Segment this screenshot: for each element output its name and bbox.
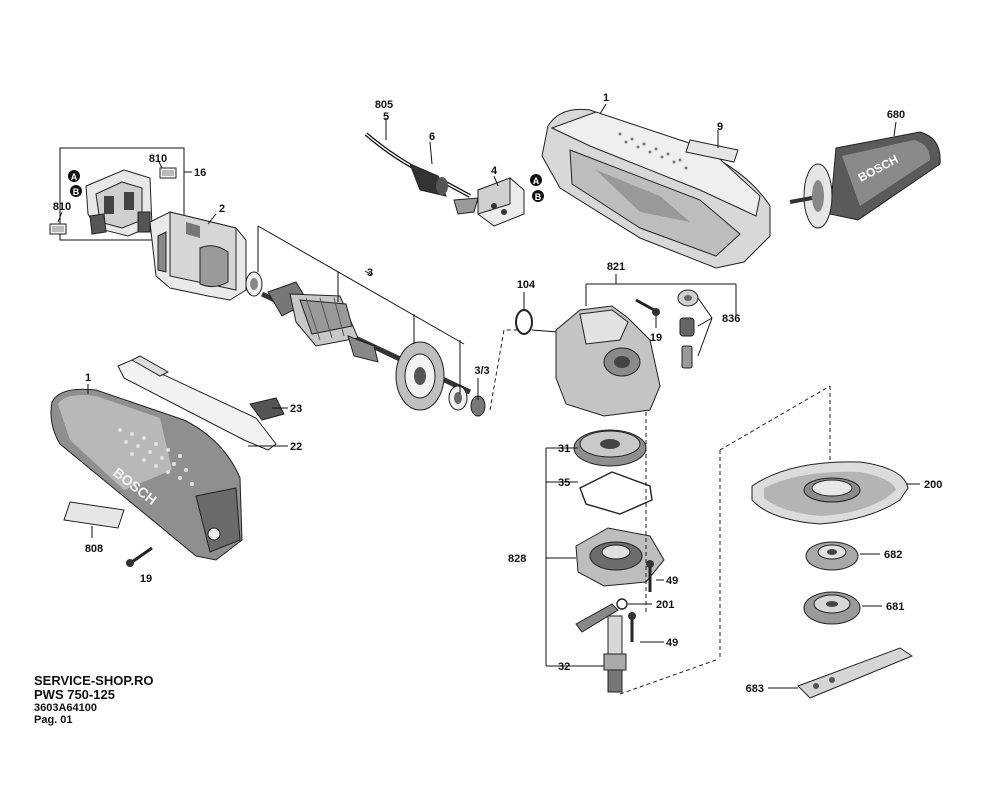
cable-strain-relief xyxy=(409,163,448,197)
stator-field-coil xyxy=(149,211,247,301)
label-31: 31 xyxy=(558,443,570,455)
label-200: 200 xyxy=(924,479,942,491)
label-821: 821 xyxy=(607,261,625,273)
housing-cover-strip xyxy=(117,355,277,451)
svg-text:B: B xyxy=(73,187,80,197)
bevel-gear xyxy=(573,429,647,467)
label-5: 5 xyxy=(383,111,389,123)
spindle xyxy=(603,615,627,693)
label-828: 828 xyxy=(508,553,526,565)
label-1-left: 1 xyxy=(85,372,91,384)
label-1-top: 1 xyxy=(603,92,609,104)
label-805: 805 xyxy=(375,99,393,111)
label-201: 201 xyxy=(656,599,674,611)
gasket xyxy=(579,471,653,515)
marker-a-left: A xyxy=(68,170,80,182)
label-683: 683 xyxy=(746,683,764,695)
label-680: 680 xyxy=(887,109,905,121)
marker-b-left: B xyxy=(70,185,82,197)
housing-shell-left: BOSCH xyxy=(50,388,243,561)
screw-49-upper xyxy=(646,560,654,592)
screw-49-lower xyxy=(628,612,636,642)
svg-text:A: A xyxy=(533,176,540,186)
switch-slider xyxy=(249,397,285,421)
mounting-flange xyxy=(805,541,859,571)
label-plate-top xyxy=(685,139,739,163)
diagram-footer: SERVICE-SHOP.RO PWS 750-125 3603A64100 P… xyxy=(34,673,154,727)
carbon-brush-top xyxy=(159,167,177,179)
armature-fan xyxy=(395,341,445,411)
label-810-top: 810 xyxy=(149,153,167,165)
circlip xyxy=(575,598,628,633)
model-name: PWS 750-125 xyxy=(34,687,115,702)
carbon-brush-left xyxy=(49,223,67,235)
marker-b-right: B xyxy=(532,190,544,202)
label-4: 4 xyxy=(491,165,498,177)
label-681: 681 xyxy=(886,601,904,613)
brush-holder-assembly xyxy=(59,147,185,241)
wheel-guard xyxy=(751,461,909,525)
label-23: 23 xyxy=(290,403,302,415)
svg-text:B: B xyxy=(535,192,542,202)
face-spanner xyxy=(797,647,914,699)
power-cable xyxy=(364,132,471,198)
svg-text:A: A xyxy=(71,172,78,182)
label-6: 6 xyxy=(429,131,435,143)
label-2: 2 xyxy=(219,203,225,215)
shop-name: SERVICE-SHOP.RO xyxy=(34,673,154,688)
housing-shell-top xyxy=(541,108,771,269)
label-49-top: 49 xyxy=(666,575,678,587)
spindle-lock-spring xyxy=(679,317,695,337)
bearing-flange xyxy=(575,527,665,587)
label-19-bottom: 19 xyxy=(140,573,152,585)
marker-a-right: A xyxy=(530,174,542,186)
spindle-lock-cap xyxy=(677,289,699,307)
label-35: 35 xyxy=(558,477,570,489)
armature-front-bearing xyxy=(448,385,468,411)
rating-label-plate xyxy=(63,501,125,529)
label-682: 682 xyxy=(884,549,902,561)
label-19-top: 19 xyxy=(650,332,662,344)
gear-head-housing xyxy=(555,305,661,417)
label-810-left: 810 xyxy=(53,201,71,213)
label-16: 16 xyxy=(194,167,206,179)
switch xyxy=(453,177,525,227)
armature xyxy=(260,281,472,395)
label-9: 9 xyxy=(717,121,723,133)
part-labels: 1 1 2 3 3/3 4 5 6 9 16 19 19 22 23 31 32… xyxy=(53,92,943,695)
label-808: 808 xyxy=(85,543,103,555)
screw-19-left xyxy=(126,546,153,567)
label-32: 32 xyxy=(558,661,570,673)
label-3: 3 xyxy=(367,267,373,279)
label-836: 836 xyxy=(722,313,740,325)
label-3-3: 3/3 xyxy=(474,365,489,377)
part-code: 3603A64100 xyxy=(34,702,98,714)
assembly-axis-lines xyxy=(489,329,831,695)
armature-rear-bearing xyxy=(245,271,263,297)
spindle-lock-pin xyxy=(681,345,693,369)
page-number: Pag. 01 xyxy=(34,714,73,726)
o-ring xyxy=(515,309,533,335)
clamping-nut xyxy=(803,591,861,625)
screw-19-gearhead xyxy=(635,298,660,316)
label-104: 104 xyxy=(517,279,536,291)
auxiliary-handle: BOSCH xyxy=(789,131,941,229)
label-49-bottom: 49 xyxy=(666,637,678,649)
label-22: 22 xyxy=(290,441,302,453)
